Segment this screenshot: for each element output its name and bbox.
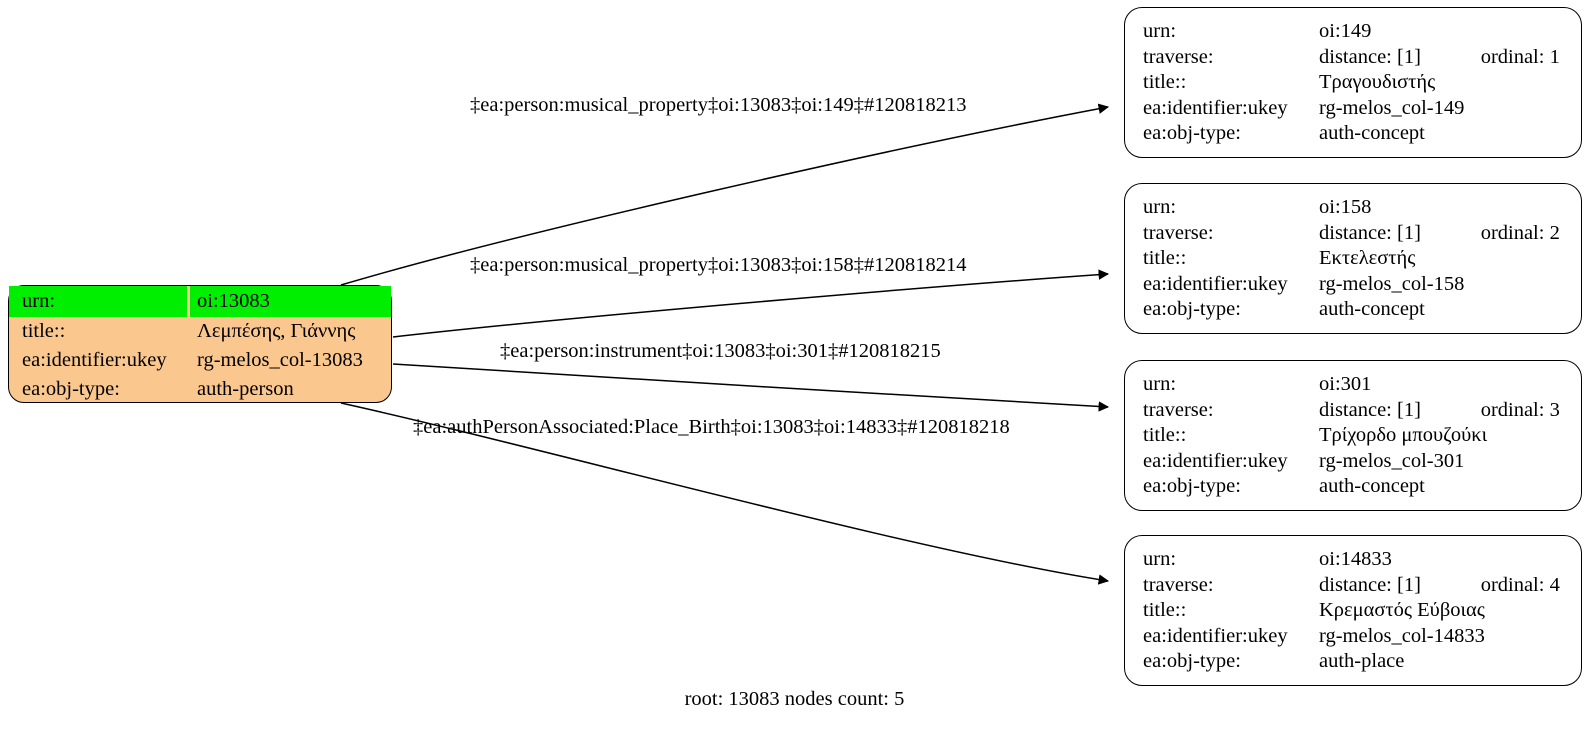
title-value: Εκτελεστής: [1319, 247, 1416, 270]
target-node-1-table: urn: oi:149 traverse: distance: [1] ordi…: [1125, 19, 1581, 146]
traverse-distance: distance: [1]: [1319, 221, 1421, 244]
title-key: title::: [1143, 247, 1187, 270]
root-node-table: urn: oi:13083 title:: Λεμπέσης, Γιάννης …: [9, 286, 391, 404]
title-key: title::: [1143, 71, 1187, 94]
root-objtype-value: auth-person: [197, 378, 294, 401]
root-ukey-key: ea:identifier:ukey: [22, 349, 167, 372]
root-node-row-ukey: ea:identifier:ukey rg-melos_col-13083: [9, 346, 391, 375]
ukey-key: ea:identifier:ukey: [1143, 272, 1288, 295]
table-row: title:: Εκτελεστής: [1125, 246, 1581, 271]
title-key: title::: [1143, 424, 1187, 447]
table-row: urn: oi:149: [1125, 19, 1581, 44]
ukey-value: rg-melos_col-14833: [1319, 624, 1485, 647]
title-value: Κρεμαστός Εύβοιας: [1319, 599, 1485, 622]
objtype-value: auth-concept: [1319, 122, 1425, 145]
table-row: ea:identifier:ukey rg-melos_col-301: [1125, 448, 1581, 473]
table-row: urn: oi:14833: [1125, 547, 1581, 572]
title-value: Τραγουδιστής: [1319, 71, 1436, 94]
table-row: ea:identifier:ukey rg-melos_col-149: [1125, 95, 1581, 120]
objtype-key: ea:obj-type:: [1143, 650, 1241, 673]
ukey-key: ea:identifier:ukey: [1143, 96, 1288, 119]
root-urn-value: oi:13083: [190, 286, 391, 318]
traverse-distance: distance: [1]: [1319, 573, 1421, 596]
root-title-value: Λεμπέσης, Γιάννης: [197, 320, 356, 343]
edge-label-3: ‡ea:person:instrument‡oi:13083‡oi:301‡#1…: [500, 340, 941, 362]
urn-value: oi:158: [1319, 196, 1372, 219]
objtype-key: ea:obj-type:: [1143, 298, 1241, 321]
traverse-key: traverse:: [1143, 45, 1214, 68]
root-node-row-objtype: ea:obj-type: auth-person: [9, 375, 391, 404]
urn-key: urn:: [1143, 373, 1177, 396]
root-node-row-urn: urn: oi:13083: [9, 286, 391, 318]
table-row: ea:identifier:ukey rg-melos_col-158: [1125, 271, 1581, 296]
edge-path-3: [392, 363, 1110, 412]
traverse-key: traverse:: [1143, 221, 1214, 244]
edge-label-4: ‡ea:authPersonAssociated:Place_Birth‡oi:…: [413, 416, 1010, 438]
root-urn-key: urn:: [9, 286, 190, 318]
target-node-2[interactable]: urn: oi:158 traverse: distance: [1] ordi…: [1124, 183, 1582, 334]
ukey-value: rg-melos_col-149: [1319, 96, 1465, 119]
root-node-row-title: title:: Λεμπέσης, Γιάννης: [9, 317, 391, 346]
table-row: title:: Κρεμαστός Εύβοιας: [1125, 598, 1581, 623]
table-row: urn: oi:301: [1125, 372, 1581, 397]
table-row: ea:obj-type: auth-concept: [1125, 474, 1581, 499]
traverse-ordinal: ordinal: 4: [1480, 573, 1560, 596]
traverse-key: traverse:: [1143, 398, 1214, 421]
edge-path-1: [340, 103, 1110, 286]
root-node[interactable]: urn: oi:13083 title:: Λεμπέσης, Γιάννης …: [8, 285, 392, 403]
objtype-key: ea:obj-type:: [1143, 475, 1241, 498]
target-node-2-table: urn: oi:158 traverse: distance: [1] ordi…: [1125, 195, 1581, 322]
objtype-key: ea:obj-type:: [1143, 122, 1241, 145]
traverse-distance: distance: [1]: [1319, 45, 1421, 68]
urn-key: urn:: [1143, 548, 1177, 571]
table-row: traverse: distance: [1] ordinal: 4: [1125, 572, 1581, 597]
urn-value: oi:301: [1319, 373, 1372, 396]
edge-path-4: [340, 402, 1110, 585]
edge-label-2: ‡ea:person:musical_property‡oi:13083‡oi:…: [470, 254, 967, 276]
graph-footer-caption: root: 13083 nodes count: 5: [684, 688, 905, 710]
table-row: traverse: distance: [1] ordinal: 1: [1125, 44, 1581, 69]
table-row: ea:obj-type: auth-place: [1125, 649, 1581, 674]
ukey-value: rg-melos_col-158: [1319, 272, 1465, 295]
title-key: title::: [1143, 599, 1187, 622]
target-node-3[interactable]: urn: oi:301 traverse: distance: [1] ordi…: [1124, 360, 1582, 511]
title-value: Τρίχορδο μπουζούκι: [1319, 424, 1488, 447]
edge-label-1: ‡ea:person:musical_property‡oi:13083‡oi:…: [470, 94, 967, 116]
target-node-1[interactable]: urn: oi:149 traverse: distance: [1] ordi…: [1124, 7, 1582, 158]
ukey-value: rg-melos_col-301: [1319, 449, 1465, 472]
target-node-3-table: urn: oi:301 traverse: distance: [1] ordi…: [1125, 372, 1581, 499]
table-row: ea:obj-type: auth-concept: [1125, 297, 1581, 322]
ukey-key: ea:identifier:ukey: [1143, 449, 1288, 472]
root-ukey-value: rg-melos_col-13083: [197, 349, 363, 372]
objtype-value: auth-concept: [1319, 475, 1425, 498]
traverse-ordinal: ordinal: 1: [1480, 45, 1560, 68]
urn-key: urn:: [1143, 196, 1177, 219]
root-title-key: title::: [22, 320, 66, 343]
table-row: traverse: distance: [1] ordinal: 3: [1125, 397, 1581, 422]
table-row: ea:identifier:ukey rg-melos_col-14833: [1125, 623, 1581, 648]
table-row: title:: Τραγουδιστής: [1125, 70, 1581, 95]
table-row: title:: Τρίχορδο μπουζούκι: [1125, 423, 1581, 448]
urn-key: urn:: [1143, 20, 1177, 43]
urn-value: oi:14833: [1319, 548, 1392, 571]
objtype-value: auth-place: [1319, 650, 1405, 673]
target-node-4-table: urn: oi:14833 traverse: distance: [1] or…: [1125, 547, 1581, 674]
urn-value: oi:149: [1319, 20, 1372, 43]
table-row: traverse: distance: [1] ordinal: 2: [1125, 220, 1581, 245]
ukey-key: ea:identifier:ukey: [1143, 624, 1288, 647]
table-row: ea:obj-type: auth-concept: [1125, 121, 1581, 146]
root-objtype-key: ea:obj-type:: [22, 378, 120, 401]
traverse-distance: distance: [1]: [1319, 398, 1421, 421]
target-node-4[interactable]: urn: oi:14833 traverse: distance: [1] or…: [1124, 535, 1582, 686]
traverse-key: traverse:: [1143, 573, 1214, 596]
traverse-ordinal: ordinal: 2: [1480, 221, 1560, 244]
edge-path-2: [392, 269, 1110, 338]
table-row: urn: oi:158: [1125, 195, 1581, 220]
objtype-value: auth-concept: [1319, 298, 1425, 321]
traverse-ordinal: ordinal: 3: [1480, 398, 1560, 421]
